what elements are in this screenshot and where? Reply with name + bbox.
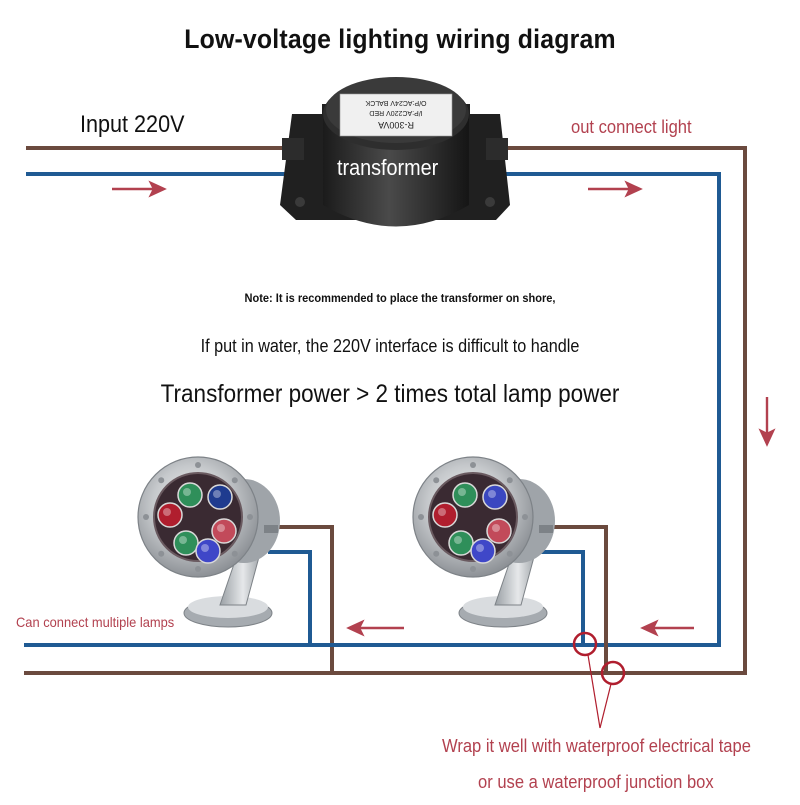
lamp-cable-gland	[264, 525, 278, 533]
blue-lamp-right-drop	[540, 550, 585, 645]
lamp-screw	[231, 477, 238, 484]
junction-markers	[572, 631, 626, 729]
junction-pointer-2	[599, 683, 612, 729]
transformer-plate-line1: R-300VA	[378, 120, 414, 130]
arrow-left-right-lamp	[640, 619, 694, 637]
lamp-led	[177, 482, 203, 508]
lamp-screw	[470, 462, 476, 468]
lamp-led-glint	[438, 508, 446, 516]
lamp-led	[173, 530, 199, 556]
lamp-base-top	[188, 596, 268, 618]
junction-circle-blue	[572, 631, 598, 657]
lamp-screw	[470, 566, 476, 572]
note-water-warning: If put in water, the 220V interface is d…	[200, 336, 580, 356]
lamp-screw	[506, 477, 513, 484]
page-title: Low-voltage lighting wiring diagram	[184, 24, 616, 54]
wires	[24, 146, 747, 675]
lamp-led	[157, 502, 183, 528]
transformer-label: transformer	[337, 155, 439, 180]
blue-output-wire	[24, 172, 721, 647]
lamp-led-glint	[488, 490, 496, 498]
note-power-rule: Transformer power > 2 times total lamp p…	[160, 380, 620, 408]
lamp-led	[207, 484, 233, 510]
lamp-led-glint	[476, 544, 484, 552]
arrow-right-output	[588, 180, 643, 198]
lamp-led-glint	[201, 544, 209, 552]
lamp-led-glint	[183, 488, 191, 496]
junction-note-line1: Wrap it well with waterproof electrical …	[442, 736, 751, 756]
lamp-screw	[158, 550, 165, 557]
lamp-base-top	[463, 596, 543, 618]
lamp-led	[486, 518, 512, 544]
transformer-plate-line2: I/P:AC220V RED	[369, 109, 422, 116]
lamp-led-glint	[163, 508, 171, 516]
arrow-left-left-lamp	[346, 619, 404, 637]
lamp-led	[470, 538, 496, 564]
arrow-down	[758, 397, 776, 447]
note-placement: Note: It is recommended to place the tra…	[244, 291, 556, 305]
lamp-lens-rim	[153, 472, 243, 562]
lamp-led-glint	[454, 536, 462, 544]
lamp-led-glint	[458, 488, 466, 496]
lamp-screw	[506, 550, 513, 557]
brown-output-wire	[270, 146, 747, 675]
lamp-screw	[143, 514, 149, 520]
lamp-screw	[247, 514, 253, 520]
lamp-screw	[433, 477, 440, 484]
transformer-icon: R-300VA I/P:AC220V RED O/P:AC24V BALCK	[280, 77, 510, 227]
lamp-led-glint	[213, 490, 221, 498]
lamp-led-glint	[492, 524, 500, 532]
lamp-screw	[433, 550, 440, 557]
input-voltage-label: Input 220V	[80, 111, 185, 138]
junction-circle-brown	[600, 660, 626, 686]
lamp-cable-gland	[539, 525, 553, 533]
lamp-right-icon	[412, 456, 555, 628]
output-connect-label: out connect light	[571, 117, 692, 137]
lamp-led-glint	[217, 524, 225, 532]
arrow-right-input	[112, 180, 167, 198]
lamp-screw	[231, 550, 238, 557]
lamp-lens-rim	[428, 472, 518, 562]
lamp-led	[211, 518, 237, 544]
lamp-led	[448, 530, 474, 556]
lamp-led	[452, 482, 478, 508]
lamp-screw	[522, 514, 528, 520]
transformer-plate-line3: O/P:AC24V BALCK	[365, 99, 426, 106]
junction-pointer-1	[587, 654, 601, 729]
junction-note-line2: or use a waterproof junction box	[478, 772, 714, 792]
flow-arrows	[112, 180, 776, 637]
multiple-lamps-label: Can connect multiple lamps	[16, 614, 175, 630]
lamp-screw	[195, 566, 201, 572]
lamp-led	[432, 502, 458, 528]
lamp-screw	[195, 462, 201, 468]
blue-lamp-left-drop	[268, 550, 312, 645]
lamp-screw	[418, 514, 424, 520]
lamp-led	[195, 538, 221, 564]
lamp-led-glint	[179, 536, 187, 544]
lamp-left-icon	[137, 456, 280, 628]
lamp-led	[482, 484, 508, 510]
lamp-screw	[158, 477, 165, 484]
brown-lamp-right-drop	[540, 525, 608, 673]
